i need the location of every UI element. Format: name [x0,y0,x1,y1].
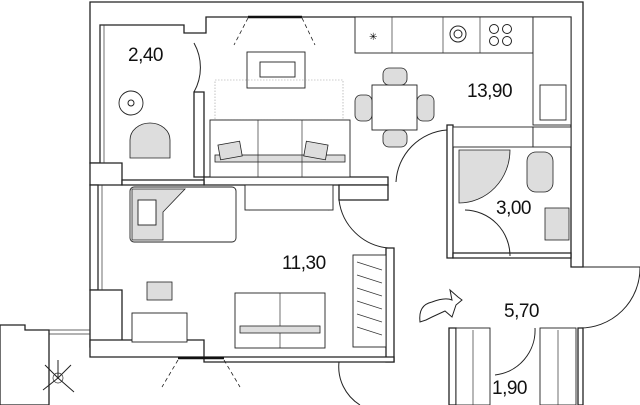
living-furniture [209,51,351,178]
room-area-bedroom: 11,30 [282,253,326,274]
room-area-bathroom: 3,00 [496,198,531,219]
bedroom-furniture [129,184,387,349]
plant-icon [42,360,75,393]
room-area-balcony: 2,40 [128,45,163,66]
bathroom-fixtures [458,149,570,241]
walls [0,1,584,405]
room-area-kitchen-living: 13,90 [467,81,513,102]
doors [193,42,640,405]
room-area-hallway: 5,70 [504,301,539,322]
asterisk-icon: ✳ [369,32,377,43]
closet-shelves [455,327,577,405]
kitchen-counter: ✳ [354,16,572,148]
balcony-furniture [118,90,171,159]
dog-icon [419,288,463,323]
room-area-closet: 1,90 [492,378,527,399]
dining-table [354,67,435,148]
